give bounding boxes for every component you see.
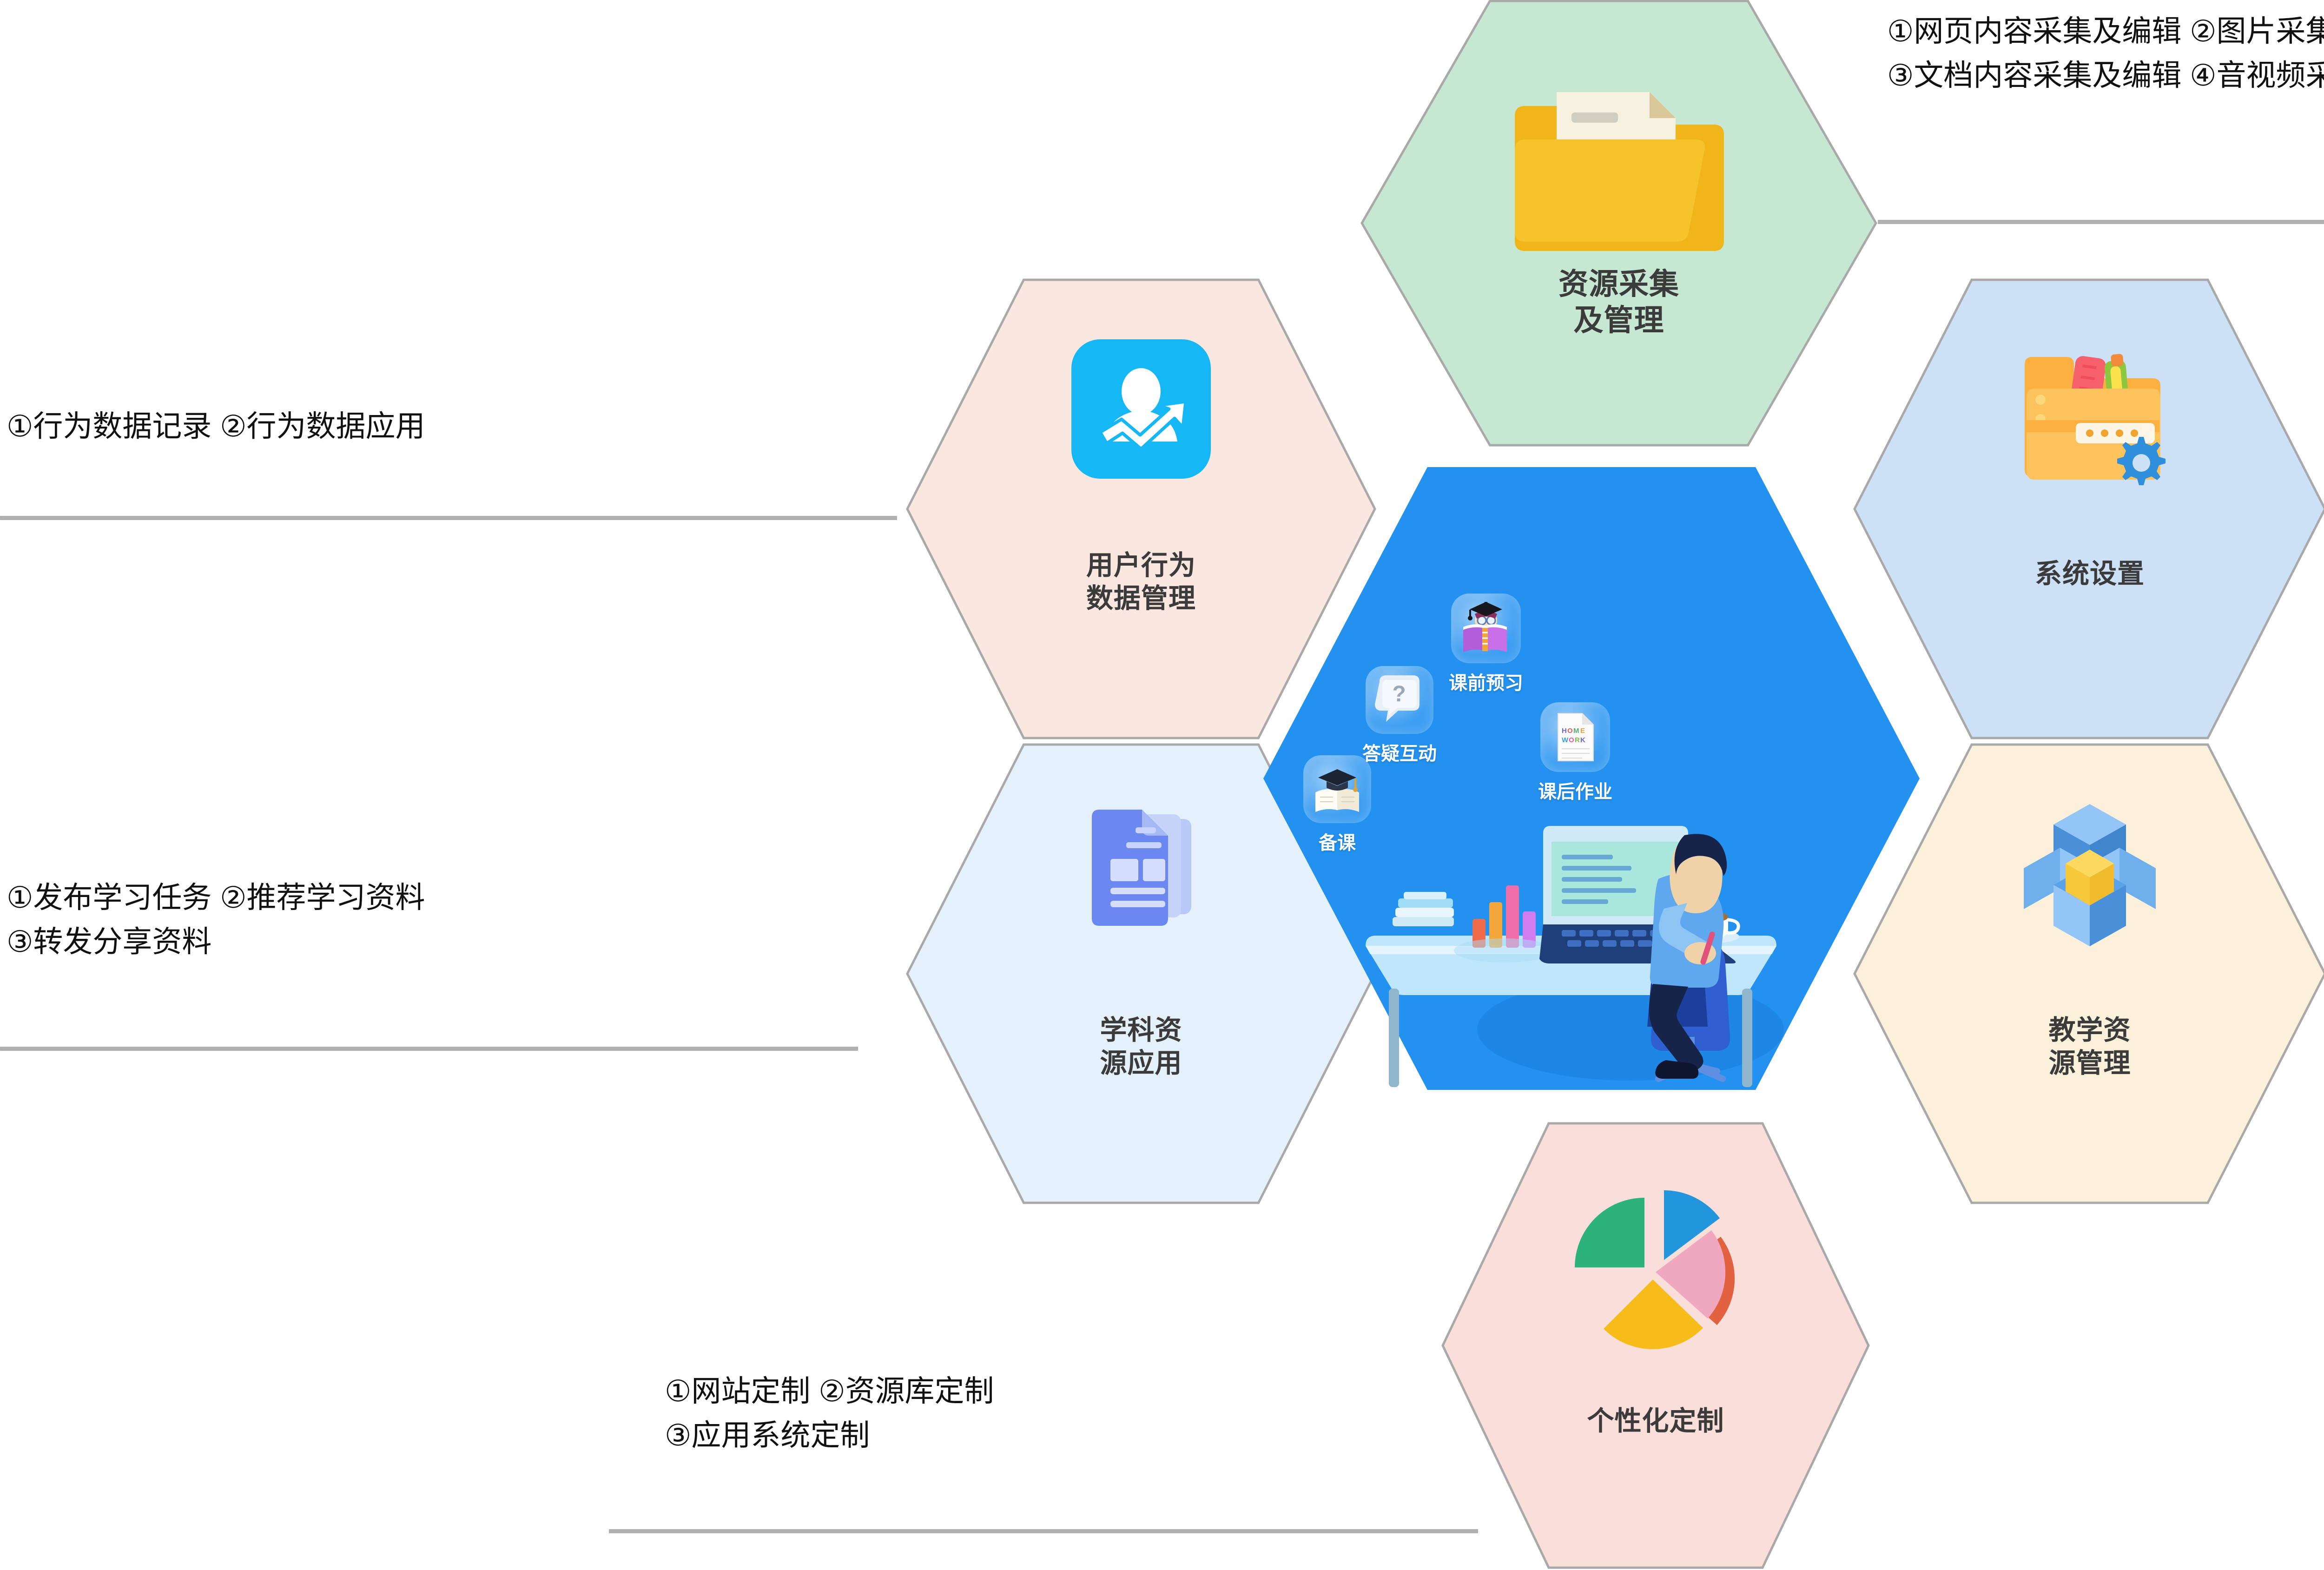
svg-text:K: K: [1580, 736, 1585, 744]
app-pre-class-preview[interactable]: 课前预习: [1449, 594, 1523, 693]
rule-user-behavior: [0, 516, 897, 520]
svg-text:H: H: [1562, 727, 1567, 735]
note-subject-resource: ①发布学习任务 ②推荐学习资料 ③转发分享资料: [7, 881, 425, 958]
app-lesson-preparation[interactable]: 备课: [1303, 755, 1371, 853]
hex-teaching-resource-management[interactable]: 教学资 源管理: [1853, 743, 2324, 1204]
svg-text:O: O: [1567, 727, 1573, 735]
app-label-lesson-preparation: 备课: [1319, 833, 1356, 853]
hex-personalized-customization[interactable]: 个性化定制: [1441, 1122, 1870, 1569]
stacked-documents-icon: [1071, 799, 1211, 939]
svg-text:R: R: [1575, 736, 1580, 744]
question-speech-bubble-icon: ?: [1366, 666, 1433, 734]
hex-label-system-settings: 系统设置: [2034, 559, 2145, 589]
graduate-reading-book-icon: [1451, 594, 1521, 663]
svg-text:W: W: [1562, 736, 1569, 744]
hex-user-behavior-data[interactable]: 用户行为 数据管理: [906, 278, 1376, 739]
folder-document-icon: [1512, 70, 1726, 251]
hex-system-settings[interactable]: 系统设置: [1853, 278, 2324, 739]
svg-text:O: O: [1569, 736, 1574, 744]
cap-open-book-icon: [1303, 755, 1371, 823]
hex-resource-collection[interactable]: 资源采集 及管理: [1360, 0, 1877, 447]
app-qa-interaction[interactable]: ? 答疑互动: [1362, 666, 1437, 764]
app-label-pre-class-preview: 课前预习: [1449, 673, 1523, 693]
hex-subject-resource-application[interactable]: 学科资 源应用: [906, 743, 1376, 1204]
app-label-after-class-homework: 课后作业: [1538, 782, 1612, 802]
exploded-pie-chart-icon: [1558, 1174, 1753, 1359]
rule-personalized: [609, 1529, 1478, 1533]
hex-label-personalized-customization: 个性化定制: [1587, 1406, 1724, 1436]
hex-label-user-behavior-data: 用户行为 数据管理: [1086, 550, 1196, 613]
svg-text:?: ?: [1392, 682, 1406, 706]
note-user-behavior: ①行为数据记录 ②行为数据应用: [7, 409, 425, 443]
svg-text:E: E: [1580, 727, 1585, 735]
hex-label-subject-resource-application: 学科资 源应用: [1100, 1015, 1182, 1078]
hex-label-teaching-resource-management: 教学资 源管理: [2048, 1015, 2131, 1078]
hex-label-resource-collection: 资源采集 及管理: [1558, 267, 1679, 337]
rule-subject-resource: [0, 1047, 858, 1051]
folder-tools-gear-icon: [2011, 344, 2169, 497]
teacher-at-desk-illustration: [1333, 746, 1854, 1087]
note-resource-collection: ①网页内容采集及编辑 ②图片采集及编辑 ③文档内容采集及编辑 ④音视频采集及编辑: [1887, 14, 2324, 92]
rule-resource-collection: [1878, 220, 2324, 224]
isometric-cubes-icon: [2011, 799, 2169, 953]
app-label-qa-interaction: 答疑互动: [1362, 744, 1437, 764]
svg-text:M: M: [1573, 727, 1579, 735]
note-personalized: ①网站定制 ②资源库定制 ③应用系统定制: [665, 1374, 994, 1452]
user-analytics-icon: [1071, 339, 1211, 479]
